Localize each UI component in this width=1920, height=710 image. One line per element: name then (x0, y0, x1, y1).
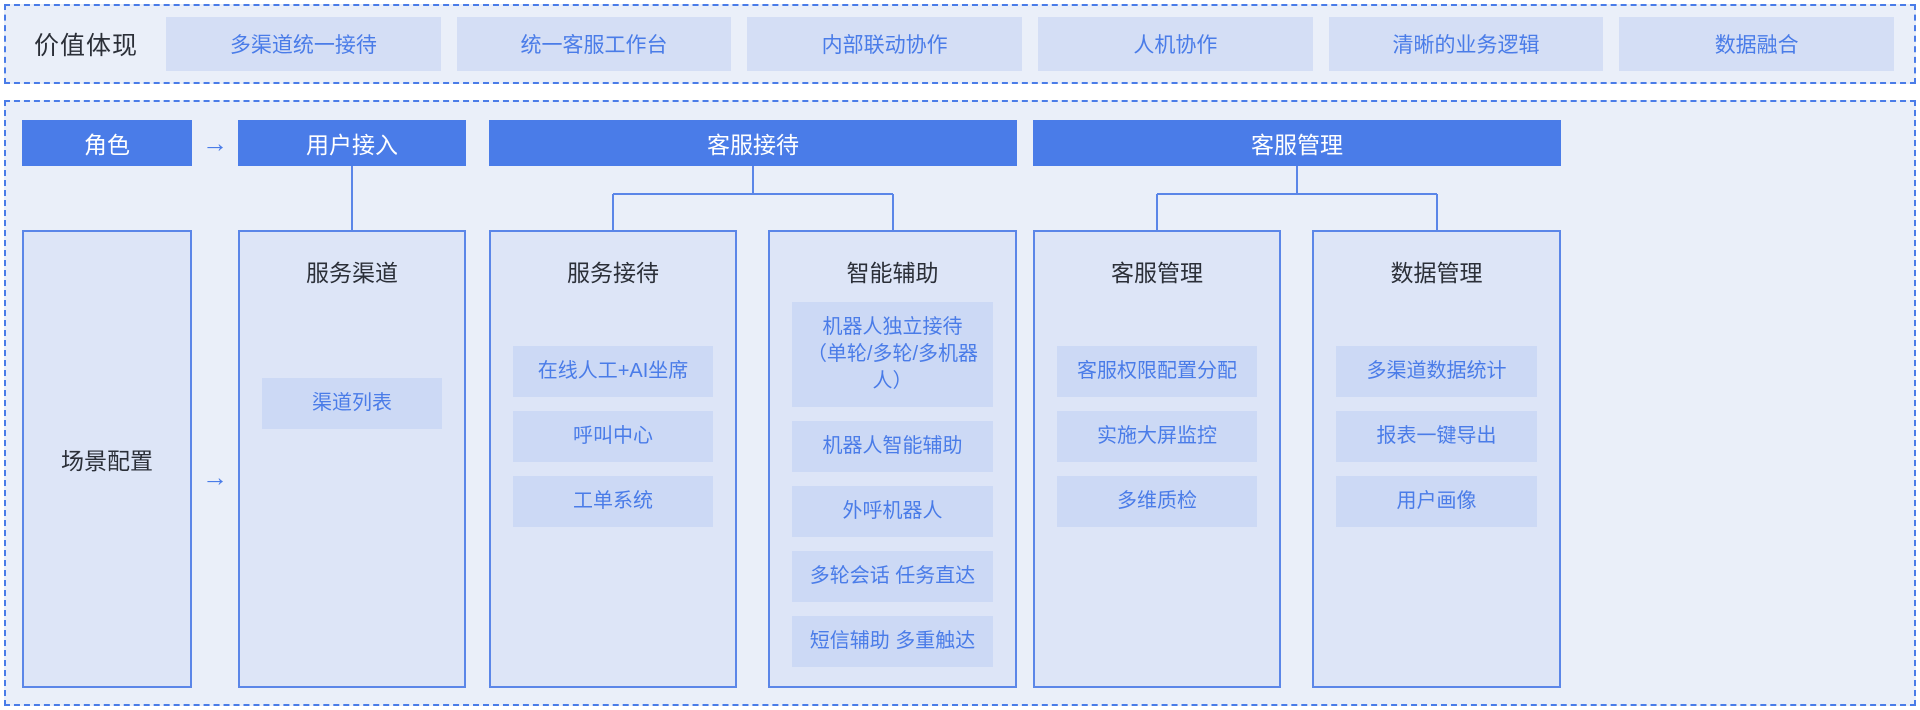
value-chip[interactable]: 清晰的业务逻辑 (1328, 17, 1604, 71)
card-item-list: 机器人独立接待 （单轮/多轮/多机器人） 机器人智能辅助 外呼机器人 多轮会话 … (770, 302, 1015, 667)
value-chip-list: 多渠道统一接待 统一客服工作台 内部联动协作 人机协作 清晰的业务逻辑 数据融合 (166, 17, 1914, 71)
card-intelligent-assist[interactable]: 智能辅助 机器人独立接待 （单轮/多轮/多机器人） 机器人智能辅助 外呼机器人 … (768, 230, 1017, 688)
arrow-right-icon: → (202, 127, 228, 158)
card-title: 客服管理 (1111, 260, 1203, 286)
card-item[interactable]: 用户画像 (1336, 476, 1537, 527)
header-role[interactable]: 角色 (22, 120, 192, 166)
card-item[interactable]: 报表一键导出 (1336, 411, 1537, 462)
card-item[interactable]: 机器人智能辅助 (792, 421, 993, 472)
value-chip[interactable]: 内部联动协作 (747, 17, 1023, 71)
card-item[interactable]: 客服权限配置分配 (1057, 346, 1257, 397)
value-chip[interactable]: 统一客服工作台 (456, 17, 732, 71)
card-title: 数据管理 (1390, 260, 1483, 286)
card-item-list: 客服权限配置分配 实施大屏监控 多维质检 (1035, 346, 1279, 527)
header-service-reception[interactable]: 客服接待 (489, 120, 1017, 166)
card-item[interactable]: 多轮会话 任务直达 (792, 551, 993, 602)
card-item[interactable]: 工单系统 (513, 476, 713, 527)
value-section: 价值体现 多渠道统一接待 统一客服工作台 内部联动协作 人机协作 清晰的业务逻辑… (4, 4, 1916, 84)
value-chip[interactable]: 多渠道统一接待 (166, 17, 441, 71)
card-title: 智能辅助 (846, 260, 939, 286)
card-item[interactable]: 多维质检 (1057, 476, 1257, 527)
value-chip[interactable]: 人机协作 (1038, 17, 1313, 71)
card-title: 场景配置 (61, 448, 153, 474)
value-section-label: 价值体现 (33, 32, 138, 60)
card-item[interactable]: 短信辅助 多重触达 (792, 616, 993, 667)
card-agent-management[interactable]: 客服管理 客服权限配置分配 实施大屏监控 多维质检 (1033, 230, 1281, 688)
card-item[interactable]: 多渠道数据统计 (1336, 346, 1537, 397)
card-item[interactable]: 实施大屏监控 (1057, 411, 1257, 462)
card-data-management[interactable]: 数据管理 多渠道数据统计 报表一键导出 用户画像 (1312, 230, 1561, 688)
architecture-section: 角色 → 用户接入 客服接待 客服管理 → 场景配置 服务渠道 渠道列表 服务接… (4, 100, 1916, 706)
header-user-access[interactable]: 用户接入 (238, 120, 466, 166)
card-item-list: 多渠道数据统计 报表一键导出 用户画像 (1314, 346, 1559, 527)
arrow-right-icon: → (202, 461, 228, 492)
card-item[interactable]: 外呼机器人 (792, 486, 993, 537)
card-title: 服务接待 (567, 260, 659, 286)
card-item[interactable]: 机器人独立接待 （单轮/多轮/多机器人） (792, 302, 993, 407)
value-chip[interactable]: 数据融合 (1619, 17, 1895, 71)
card-service-channel[interactable]: 服务渠道 渠道列表 (238, 230, 466, 688)
card-scene-config[interactable]: 场景配置 (22, 230, 192, 688)
card-item[interactable]: 在线人工+AI坐席 (513, 346, 713, 397)
card-item-list: 渠道列表 (240, 378, 464, 429)
header-service-management[interactable]: 客服管理 (1033, 120, 1561, 166)
card-service-reception[interactable]: 服务接待 在线人工+AI坐席 呼叫中心 工单系统 (489, 230, 737, 688)
card-item[interactable]: 呼叫中心 (513, 411, 713, 462)
card-item-list: 在线人工+AI坐席 呼叫中心 工单系统 (491, 346, 735, 527)
card-item[interactable]: 渠道列表 (262, 378, 442, 429)
card-title: 服务渠道 (306, 260, 398, 286)
